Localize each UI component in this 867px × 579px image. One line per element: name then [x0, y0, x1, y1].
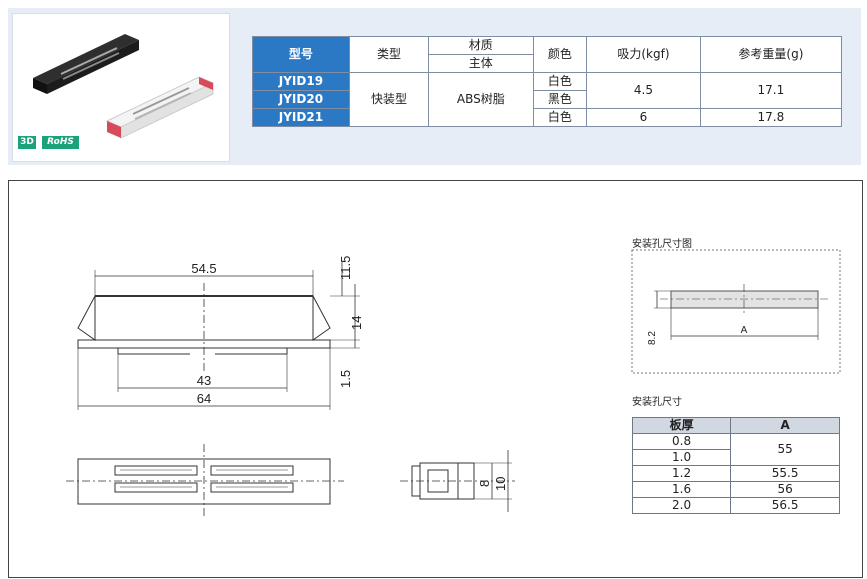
hole-diagram-title: 安装孔尺寸图	[632, 239, 692, 250]
a-value-cell: 55.5	[730, 465, 840, 482]
3d-badge: 3D	[18, 136, 36, 149]
hole-header-a: A	[730, 417, 840, 434]
spec-table: 型号 类型 材质 颜色 吸力(kgf) 参考重量(g) 主体 JYID19 快装…	[252, 36, 843, 127]
header-model: 型号	[252, 36, 350, 73]
header-material: 材质	[428, 36, 534, 55]
thickness-cell: 1.2	[631, 465, 732, 482]
thickness-cell: 0.8	[631, 433, 732, 450]
hole-table-title: 安装孔尺寸	[632, 397, 682, 408]
thickness-cell: 2.0	[631, 497, 732, 514]
header-type: 类型	[348, 36, 430, 73]
a-value-cell: 56	[730, 481, 840, 498]
side-view	[400, 450, 515, 512]
dim-height-mid: 14	[349, 316, 364, 330]
hole-size-table: 板厚 A 0.8 55 1.0 1.2 55.5 1.6 56 2.0 56.5	[631, 417, 840, 514]
hole-diagram	[631, 249, 841, 374]
thickness-cell: 1.0	[631, 449, 732, 466]
header-weight: 参考重量(g)	[699, 36, 843, 73]
weight-cell: 17.1	[699, 72, 843, 109]
dim-height-bottom: 1.5	[338, 370, 353, 388]
type-cell: 快装型	[348, 72, 430, 127]
thickness-cell: 1.6	[631, 481, 732, 498]
dim-height-top: 11.5	[338, 256, 353, 280]
dim-side-10: 10	[493, 477, 508, 491]
top-view	[66, 444, 344, 518]
model-cell: JYID21	[252, 108, 350, 127]
header-force: 吸力(kgf)	[586, 36, 701, 73]
hole-header-thickness: 板厚	[631, 417, 732, 434]
a-value-cell: 55	[730, 433, 840, 466]
dim-inner-bottom: 43	[197, 373, 211, 388]
hole-dim-height: 8.2	[647, 331, 658, 345]
material-cell: ABS树脂	[428, 72, 534, 127]
weight-cell: 17.8	[699, 108, 843, 127]
color-cell: 黑色	[532, 90, 588, 109]
dim-side-8: 8	[477, 480, 492, 487]
front-view	[77, 262, 360, 410]
hole-dim-a: A	[741, 325, 748, 336]
a-value-cell: 56.5	[730, 497, 840, 514]
rohs-badge: RoHS	[42, 136, 79, 149]
product-photo-illustration	[33, 34, 215, 139]
header-color: 颜色	[532, 36, 588, 73]
dim-overall-bottom: 64	[197, 391, 211, 406]
header-material-sub: 主体	[428, 54, 534, 73]
dim-overall-top: 54.5	[191, 261, 216, 276]
